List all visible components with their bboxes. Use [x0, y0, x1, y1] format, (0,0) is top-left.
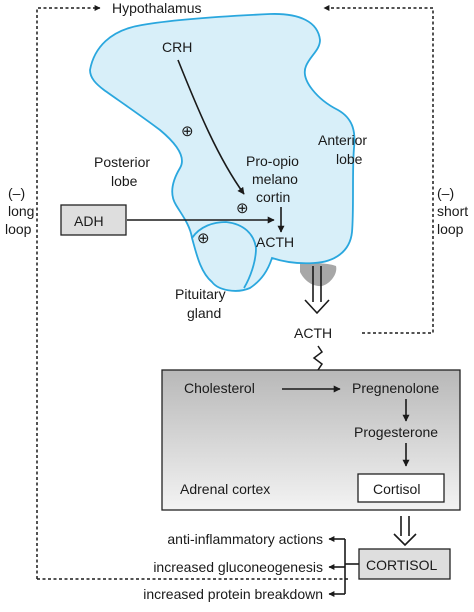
effect-label: increased protein breakdown — [143, 586, 323, 602]
cortisol-inner-label: Cortisol — [373, 481, 420, 497]
acth-outer-label: ACTH — [294, 325, 332, 341]
short-loop-label: short — [437, 203, 468, 219]
progesterone-label: Progesterone — [354, 424, 438, 440]
acth-inner-label: ACTH — [256, 234, 294, 250]
short-loop-line — [323, 5, 434, 334]
pomc-label: Pro-opio — [246, 153, 299, 169]
effect-label: increased gluconeogenesis — [153, 559, 323, 575]
pomc-label: melano — [252, 171, 298, 187]
double-arrow-head — [304, 299, 330, 315]
hypothalamus-label: Hypothalamus — [112, 0, 202, 16]
cholesterol-label: Cholesterol — [184, 380, 255, 396]
cortisol-outer-box — [358, 548, 451, 580]
anterior-lobe-label: lobe — [336, 151, 363, 167]
pituitary-gland-shape — [89, 13, 356, 292]
crh-label: CRH — [162, 39, 192, 55]
adh-label: ADH — [74, 213, 104, 229]
pomc-label: cortin — [256, 189, 290, 205]
pituitary-label: gland — [187, 305, 221, 321]
double-arrow-head — [393, 533, 417, 547]
pituitary-label: Pituitary — [175, 286, 226, 302]
posterior-lobe-label: Posterior — [94, 154, 150, 170]
stimulation-plus-icon: ⊕ — [197, 230, 210, 247]
crh-arrow — [177, 59, 245, 195]
adh-box — [60, 204, 127, 236]
long-loop-label: loop — [5, 221, 32, 237]
pregnenolone-label: Pregnenolone — [352, 380, 439, 396]
long-loop-label: long — [8, 203, 34, 219]
cortisol-inner-box — [357, 473, 445, 503]
long-loop-line — [36, 5, 101, 579]
long-loop-label: (–) — [8, 185, 25, 201]
posterior-lobe-outline — [191, 221, 257, 289]
anterior-lobe-label: Anterior — [318, 132, 367, 148]
stimulation-plus-icon: ⊕ — [236, 200, 249, 217]
pituitary-stalk — [300, 262, 337, 287]
effect-label: anti-inflammatory actions — [167, 531, 323, 547]
posterior-lobe-label: lobe — [111, 173, 138, 189]
stimulation-plus-icon: ⊕ — [181, 123, 194, 140]
short-loop-label: (–) — [437, 185, 454, 201]
cortisol-outer-label: CORTISOL — [366, 557, 438, 573]
adrenal-cortex-label: Adrenal cortex — [180, 481, 270, 497]
short-loop-label: loop — [437, 221, 464, 237]
